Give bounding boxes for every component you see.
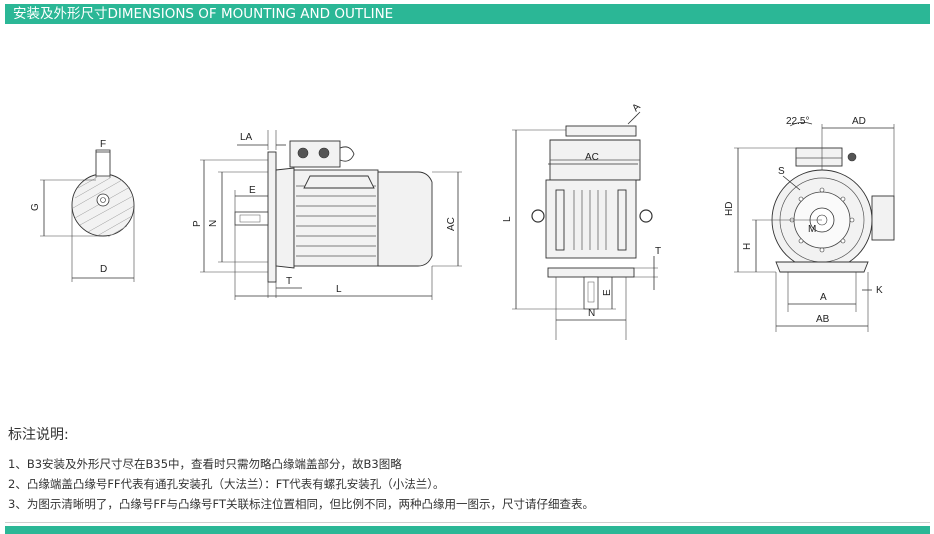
top-plan-view: A AC L T E N <box>502 101 661 340</box>
end-elevation-view: 22.5° AD S HD H M A K AB <box>724 116 895 332</box>
note-item-2: 2、凸缘端盖凸缘号FF代表有通孔安装孔（大法兰）：FT代表有螺孔安装孔（小法兰）… <box>8 477 445 491</box>
dim-l-label: L <box>336 284 342 295</box>
section-header: 安装及外形尺寸DIMENSIONS OF MOUNTING AND OUTLIN… <box>5 4 930 24</box>
dim-l-top-label: L <box>502 216 513 222</box>
section-title: 安装及外形尺寸DIMENSIONS OF MOUNTING AND OUTLIN… <box>13 6 394 22</box>
dim-ab-label: AB <box>816 314 830 325</box>
dim-angle-label: 22.5° <box>786 116 809 127</box>
dim-n-top-label: N <box>588 308 595 319</box>
outline-drawing: F G D <box>30 101 895 340</box>
dim-la-label: LA <box>240 132 253 143</box>
dim-e-label: E <box>249 185 256 196</box>
dim-g-label: G <box>30 203 41 211</box>
dim-ac-top-label: AC <box>585 152 599 163</box>
dim-h-label: H <box>742 243 753 250</box>
notes-section: 标注说明: 1、B3安装及外形尺寸尽在B35中，查看时只需勿略凸缘端盖部分，故B… <box>8 426 928 514</box>
notes-title: 标注说明: <box>8 427 69 443</box>
dim-k-label: K <box>876 285 883 296</box>
dim-ac-label: AC <box>446 217 457 231</box>
dim-a-small-label: A <box>630 101 643 114</box>
dim-f-label: F <box>100 139 106 150</box>
dim-n-label: N <box>208 220 219 227</box>
dim-m-label: M <box>808 224 816 235</box>
dim-t-top-label: T <box>655 246 661 257</box>
dim-hd-label: HD <box>724 202 735 216</box>
dim-p-label: P <box>192 220 203 227</box>
dim-a-label: A <box>820 292 827 303</box>
dim-ad-label: AD <box>852 116 866 127</box>
note-item-3: 3、为图示清晰明了，凸缘号FF与凸缘号FT关联标注位置相同，但比例不同，两种凸缘… <box>8 497 594 511</box>
side-elevation-view: LA P N E AC T L <box>192 130 462 300</box>
dim-e-top-label: E <box>602 289 613 296</box>
note-item-1: 1、B3安装及外形尺寸尽在B35中，查看时只需勿略凸缘端盖部分，故B3图略 <box>8 457 402 471</box>
footer-divider <box>5 522 930 523</box>
dim-t-label: T <box>286 276 292 287</box>
shaft-section-view: F G D <box>30 139 135 282</box>
dim-d-label: D <box>100 264 107 275</box>
footer-bar <box>5 526 930 534</box>
dim-s-label: S <box>778 166 785 177</box>
